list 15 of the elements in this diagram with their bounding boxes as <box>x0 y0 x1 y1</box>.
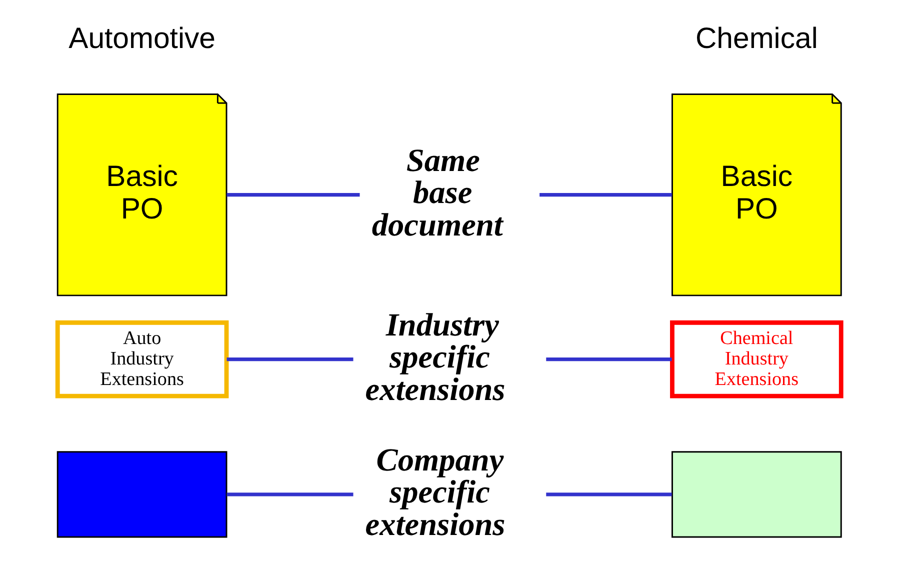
node-text: Industry specific extensions <box>364 306 505 407</box>
connector <box>226 492 353 496</box>
node-box: Chemical Industry Extensions <box>670 320 843 398</box>
connector <box>539 193 672 197</box>
node-box <box>671 451 842 538</box>
label: Chemical <box>694 22 818 55</box>
node-box <box>56 451 227 538</box>
node-box: Auto Industry Extensions <box>54 320 228 398</box>
node-text: Company specific extensions <box>364 441 505 542</box>
node-text: Same base document <box>371 142 502 242</box>
connector <box>546 358 672 362</box>
connector <box>546 492 672 496</box>
connector <box>226 193 360 197</box>
connector <box>226 358 353 362</box>
label: Automotive <box>68 22 215 55</box>
